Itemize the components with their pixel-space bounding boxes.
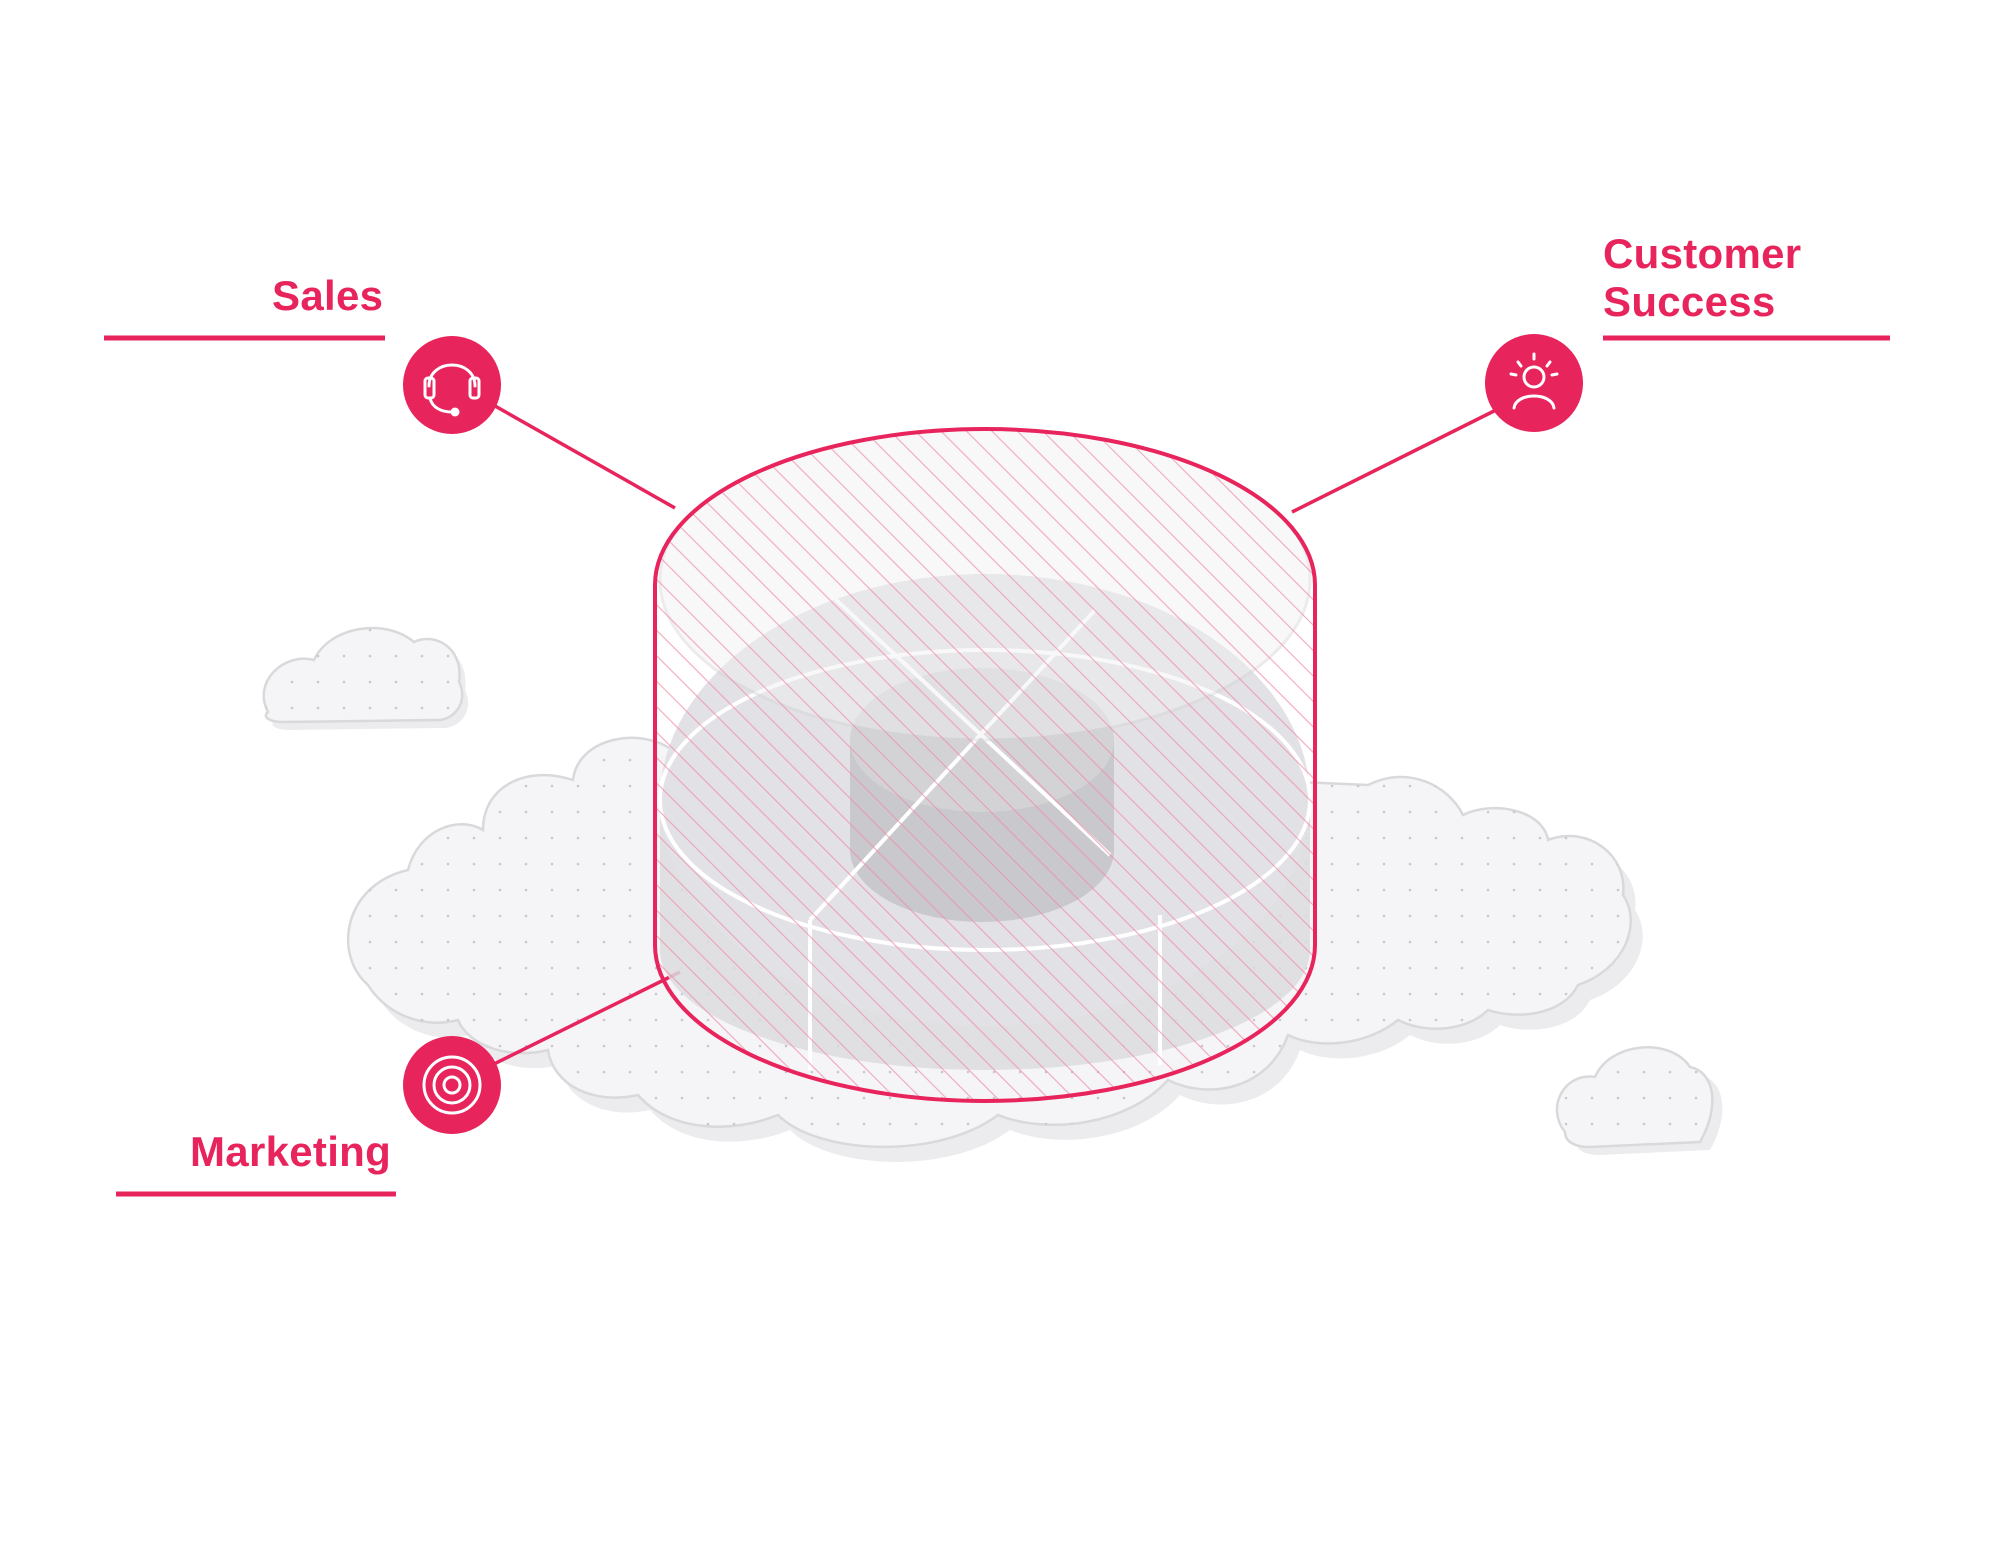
label-marketing-line-1: Marketing [190,1128,392,1175]
label-marketing: Marketing [190,1128,391,1176]
connector-customer-success [1291,406,1501,514]
cloud-small-right [1555,1046,1723,1155]
label-customer-success: Customer Success [1603,230,1801,326]
connector-marketing [491,970,681,1067]
target-icon [422,1055,482,1115]
label-customer-success-line-2: Success [1603,278,1776,325]
cloud-small-left [262,626,469,730]
label-customer-success-line-1: Customer [1603,230,1802,277]
database-cylinder-icon [653,427,1317,1103]
connectors [487,400,1501,1067]
connector-sales [487,400,676,510]
lightbulb-person-icon [1509,352,1559,410]
node-sales[interactable] [104,335,501,434]
node-marketing[interactable] [116,1036,501,1197]
label-sales: Sales [272,272,383,320]
node-customer-success[interactable] [1485,334,1890,432]
headset-icon [423,363,481,417]
label-sales-line-1: Sales [272,272,384,319]
